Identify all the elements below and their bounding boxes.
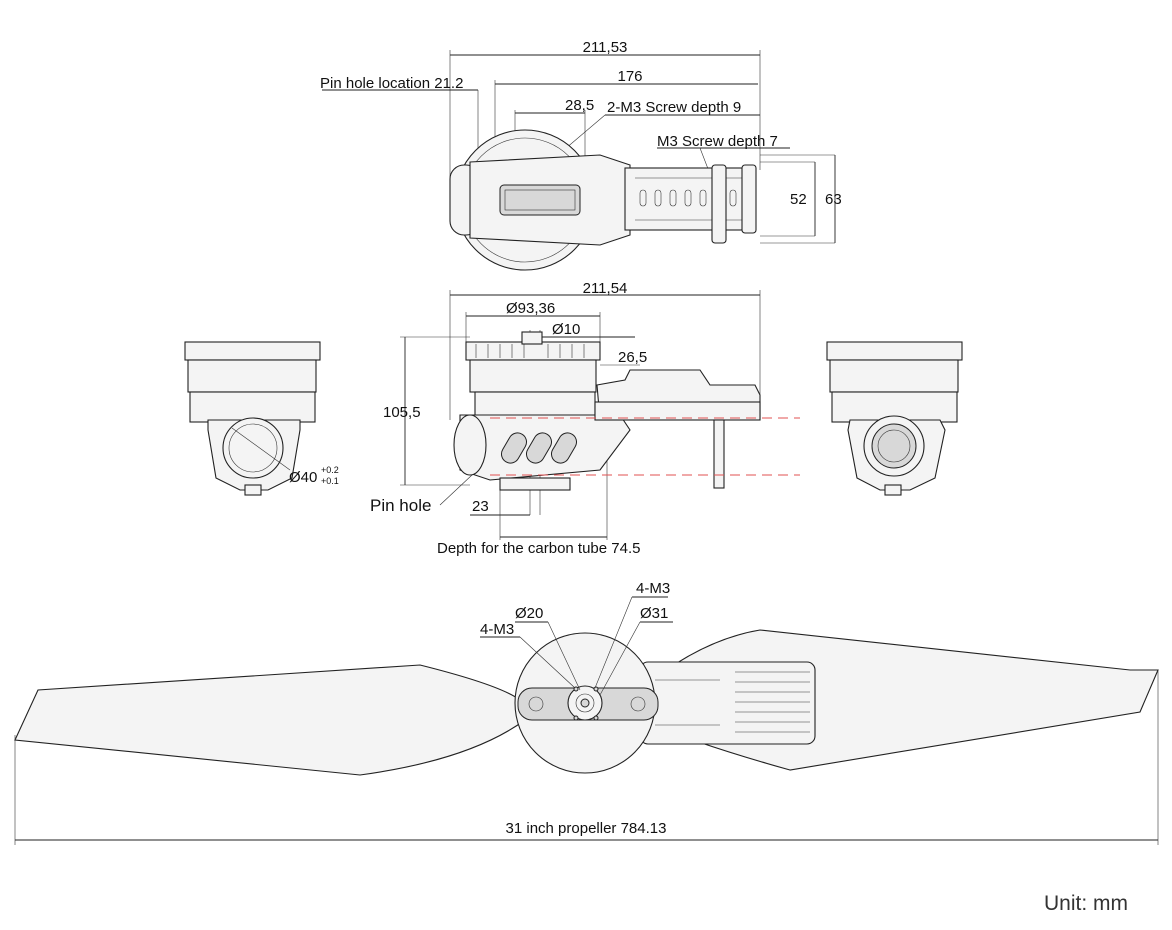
- front-view-left: Ø40 +0.2 +0.1: [184, 341, 339, 496]
- label-d20: Ø20: [515, 605, 543, 622]
- tolerance-plus: +0.2: [321, 465, 339, 475]
- propeller-length-label: 31 inch propeller 784.13: [506, 820, 667, 837]
- dim-d10: Ø10: [552, 321, 580, 338]
- heatsink-fins: [655, 671, 810, 733]
- carbon-tube-depth-label: Depth for the carbon tube 74.5: [437, 540, 640, 557]
- tolerance-minus: +0.1: [321, 476, 339, 486]
- dim-63: 63: [825, 191, 842, 208]
- pin-slots: [501, 432, 577, 464]
- dim-overall-side: 211,54: [583, 280, 628, 297]
- label-4m3-left: 4-M3: [480, 621, 514, 638]
- top-view: 211,53 176 Pin hole location 21.2 28,5 2…: [320, 39, 842, 271]
- screw-2m3-label: 2-M3 Screw depth 9: [607, 99, 741, 116]
- label-d31: Ø31: [640, 605, 668, 622]
- propeller-view: 4-M3 Ø20 Ø31 4-M3 31 inch propeller 784.…: [14, 580, 1159, 845]
- dim-176: 176: [617, 68, 642, 85]
- dim-52: 52: [790, 191, 807, 208]
- dim-23: 23: [472, 498, 489, 515]
- screw-m3-label: M3 Screw depth 7: [657, 133, 778, 150]
- dim-d40: Ø40: [289, 469, 317, 486]
- pin-hole-label: Pin hole: [370, 496, 431, 515]
- pin-hole-location-label: Pin hole location 21.2: [320, 75, 463, 92]
- dim-d93: Ø93,36: [506, 300, 555, 317]
- dim-105-5: 105,5: [383, 404, 421, 421]
- dim-26-5: 26,5: [618, 349, 647, 366]
- dim-28-5: 28,5: [565, 97, 594, 114]
- motor-fins: [475, 344, 585, 358]
- rear-view-right: [826, 341, 963, 496]
- side-view: 211,54 Ø93,36 Ø10 26,5 105,5 Pin hole 23…: [370, 280, 800, 557]
- unit-label: Unit: mm: [1044, 892, 1128, 915]
- label-4m3-top: 4-M3: [636, 580, 670, 597]
- dim-overall-top: 211,53: [583, 39, 628, 56]
